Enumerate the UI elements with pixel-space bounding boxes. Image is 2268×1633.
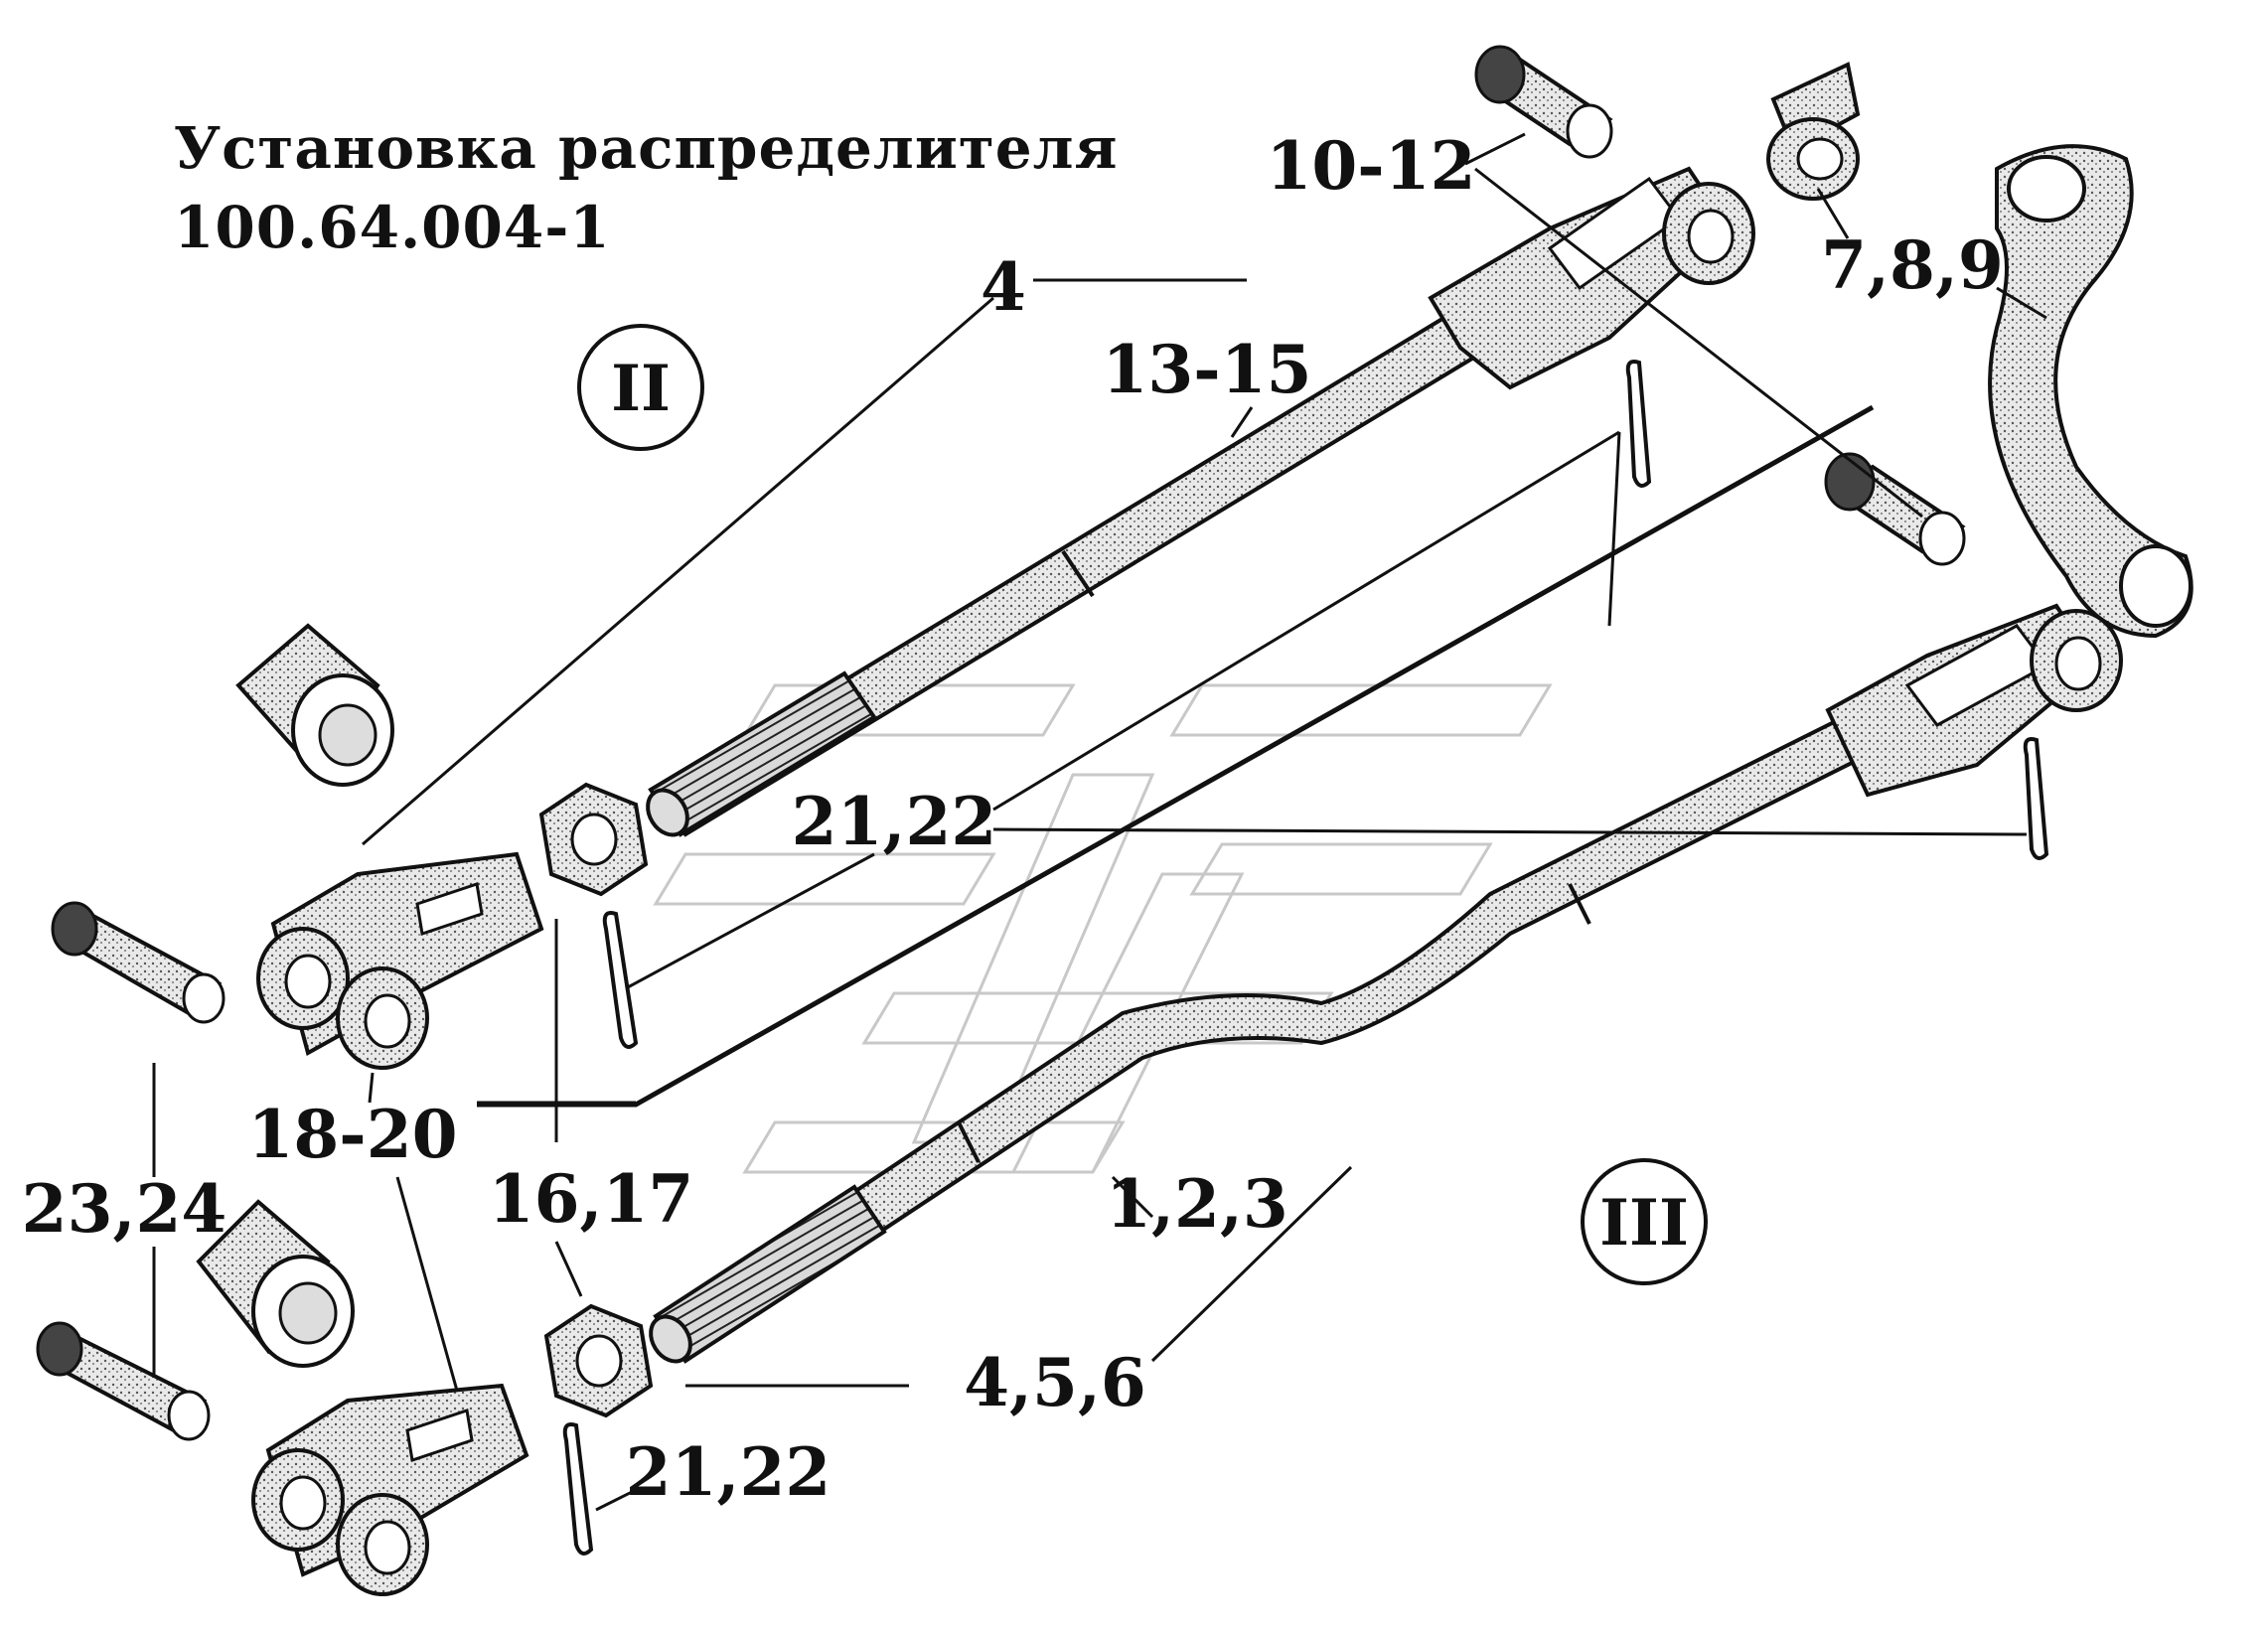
pin-right xyxy=(1824,452,1966,566)
bush-segment-upper-right xyxy=(1766,62,1861,201)
callout-23-24: 23,24 xyxy=(22,1170,227,1248)
pin-left-lower xyxy=(36,1321,211,1441)
callout-16-17: 16,17 xyxy=(489,1160,694,1238)
bush-segment-left-top xyxy=(235,623,394,787)
bush-segment-left-bottom xyxy=(196,1199,355,1368)
callout-7-8-9: 7,8,9 xyxy=(1821,226,2004,304)
callout-21-22-bottom: 21,22 xyxy=(626,1433,832,1511)
view-marker-ii: II xyxy=(577,324,704,451)
upper-tie-rod xyxy=(646,166,1755,837)
callout-labels: 4 10-12 7,8,9 13-15 21,22 18-20 16,17 23… xyxy=(22,127,2004,1511)
callout-1-2-3: 1,2,3 xyxy=(1106,1165,1288,1243)
hex-nut-upper xyxy=(538,782,649,897)
clevis-lower-left xyxy=(251,1383,529,1596)
diagram-title-line2: 100.64.004-1 xyxy=(174,194,611,261)
view-marker-iii: III xyxy=(1581,1158,1708,1285)
view-iii-label: III xyxy=(1599,1186,1689,1261)
bell-crank-lever xyxy=(1988,144,2193,639)
diagram-title-line1: Установка распределителя xyxy=(174,114,1119,182)
callout-21-22-top: 21,22 xyxy=(792,783,997,860)
callout-10-12: 10-12 xyxy=(1266,127,1475,205)
callout-13-15: 13-15 xyxy=(1102,331,1311,408)
pin-upper-left xyxy=(1474,45,1613,159)
callout-18-20: 18-20 xyxy=(247,1096,457,1173)
clevis-upper-left xyxy=(256,851,544,1070)
view-ii-label: II xyxy=(611,352,671,426)
leader-lines xyxy=(152,132,2047,1512)
cotter-pins xyxy=(562,360,2049,1556)
pin-left-upper xyxy=(51,901,226,1024)
callout-4-5-6: 4,5,6 xyxy=(964,1344,1146,1421)
hex-nut-lower xyxy=(543,1303,654,1418)
lower-bent-tie-rod xyxy=(649,603,2123,1364)
callout-4: 4 xyxy=(981,248,1026,326)
